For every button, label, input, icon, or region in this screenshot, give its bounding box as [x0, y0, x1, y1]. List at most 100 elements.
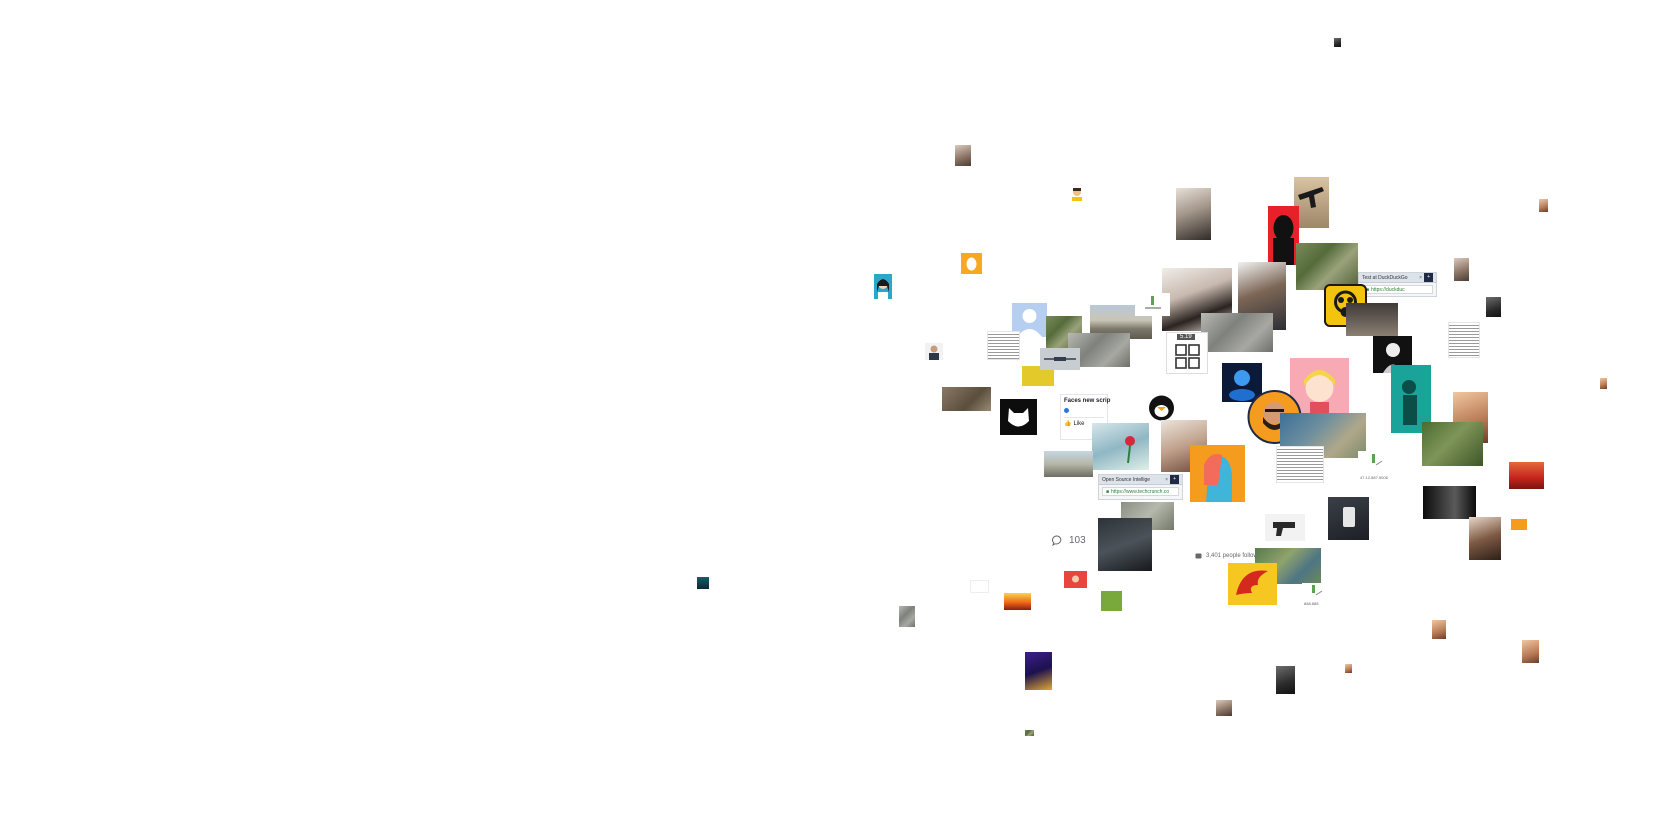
messenger-user-globe	[1222, 363, 1262, 402]
package-cubes-icon	[1175, 344, 1200, 369]
browser-url-field: ■ https://www.techcrunch.co	[1102, 487, 1179, 496]
post-card-meta	[1064, 408, 1104, 413]
thumb-far-right-1	[1539, 199, 1548, 212]
map-pin-icon	[1312, 585, 1323, 596]
browser-tab-label: Test at DuckDuckGo	[1362, 274, 1408, 281]
padlock-icon: ■	[1106, 488, 1110, 495]
browser-tab-bar: Open Source Intellige × +	[1099, 475, 1182, 485]
comment-bubble-icon	[1052, 535, 1062, 547]
thumb-man-dark-coat	[1276, 666, 1295, 694]
thumb-red-avatar	[1064, 571, 1087, 588]
browser-tab-bar: Test at DuckDuckGo × +	[1359, 273, 1436, 283]
thumb-red-abstract	[1509, 462, 1544, 489]
red-avatar-icon	[1072, 575, 1079, 583]
weapon-silhouette-icon	[1298, 187, 1324, 208]
penguin-icon	[1149, 395, 1174, 421]
browser-tab-label: Open Source Intellige	[1102, 476, 1151, 483]
new-tab-icon: +	[1424, 273, 1433, 282]
thumb-pointer-small	[970, 580, 989, 593]
teal-sketch	[1391, 365, 1431, 433]
rose-icon	[1125, 436, 1135, 464]
post-card-like-label: Like	[1073, 420, 1085, 427]
default-user-avatar	[1012, 303, 1047, 337]
thumbs-up-icon: 👍	[1064, 421, 1072, 427]
pistol-icon	[1273, 522, 1295, 536]
thumb-orange-car	[1511, 519, 1527, 530]
thumb-man-suit	[925, 343, 943, 360]
social-post-card: Faces new scrip 👍 Like	[1060, 394, 1111, 440]
browser-url-field: ■ https://duckduc	[1362, 285, 1433, 294]
cat-face-tile	[1000, 399, 1037, 435]
photo-woman-curly	[1469, 517, 1501, 560]
follow-row: 3,401 people follow this	[1195, 552, 1275, 559]
photo-rocky-field	[942, 387, 991, 411]
red-feather-icon	[1236, 570, 1268, 595]
phone-icon	[1343, 507, 1355, 527]
photo-hand-phone	[1328, 497, 1369, 540]
follow-text: 3,401 people follow this	[1206, 552, 1269, 559]
thumb-bottom-left-1	[899, 606, 915, 627]
teal-figure-icon	[1402, 380, 1417, 425]
thumb-portrait-man-glasses	[955, 145, 971, 166]
blue-dot-icon	[1064, 408, 1069, 413]
photo-red-hooded	[1268, 206, 1299, 265]
post-card-title: Faces new scrip	[1064, 398, 1111, 404]
thumb-small-right-1	[1454, 258, 1469, 281]
padlock-icon: ■	[1366, 286, 1370, 293]
map-pin-caption-2: 888.888	[1302, 583, 1330, 607]
comment-row[interactable]: 103	[1052, 535, 1100, 547]
post-card-like-row[interactable]: 👍 Like	[1064, 417, 1104, 427]
browser-url-text: https://www.techcrunch.co	[1111, 488, 1170, 495]
cartoon-man-icon	[1072, 188, 1082, 201]
map-caption-2: 888.888	[1304, 601, 1319, 606]
drone-icon	[1044, 357, 1076, 361]
photo-face-shadow	[1423, 486, 1476, 519]
map-caption-1: 47.12.887.9006	[1360, 475, 1388, 480]
close-icon: ×	[1165, 476, 1169, 483]
photo-gun-sky	[1294, 177, 1329, 228]
browser-duckduckgo: Test at DuckDuckGo × + ■ https://duckduc	[1358, 272, 1437, 297]
close-icon: ×	[1419, 274, 1423, 281]
photo-hooded-man-laptop	[1098, 518, 1152, 571]
woman-cartoon-orange	[1190, 445, 1245, 502]
anime-girl-icon	[1304, 370, 1335, 415]
badge-number: 5.19	[1177, 334, 1195, 340]
thumb-tiny-bottom-left	[1025, 730, 1034, 736]
map-pin-icon	[1145, 296, 1161, 309]
cubes-badge: 5.19	[1166, 332, 1208, 374]
browser-url-text: https://duckduc	[1371, 286, 1405, 293]
comment-count: 103	[1069, 535, 1086, 546]
anime-girl-pink	[1290, 358, 1349, 415]
thumb-far-right-2	[1600, 378, 1607, 389]
map-pin-icon	[1372, 454, 1383, 466]
thumb-woman-small-right	[1432, 620, 1446, 639]
yellow-bird-graphic	[1022, 366, 1054, 386]
egg-avatar	[961, 253, 982, 274]
cartoon-woman-icon	[877, 279, 889, 299]
document-scan-left	[987, 331, 1020, 360]
aerial-green-field	[1422, 422, 1483, 466]
thumb-woman-far-right	[1522, 640, 1539, 663]
map-location-pin	[1135, 293, 1170, 316]
thumb-green-cartoon	[1101, 591, 1122, 611]
aerial-field-1	[1296, 243, 1358, 290]
new-tab-icon: +	[1170, 475, 1179, 484]
browser-techcrunch: Open Source Intellige × + ■ https://www.…	[1098, 474, 1183, 500]
photo-gun-white	[1265, 514, 1305, 541]
photo-bearded-man	[1176, 188, 1211, 240]
default-user-avatar-icon	[1017, 309, 1042, 337]
follow-people-icon	[1195, 553, 1202, 559]
photo-forest-road	[1346, 303, 1398, 336]
thumb-small-right-2	[1486, 297, 1501, 317]
hooded-figure-icon	[1273, 215, 1294, 265]
penguin-avatar	[1148, 395, 1175, 421]
messenger-user-icon	[1229, 370, 1255, 401]
red-paisley-graphic	[1228, 563, 1277, 605]
thumb-neon-figure	[1025, 652, 1052, 690]
thumb-cartoon-woman	[874, 274, 892, 299]
thumb-document-right	[1448, 322, 1480, 358]
egg-avatar-icon	[966, 257, 977, 271]
comment-count-row: 103	[1052, 535, 1100, 551]
document-article-center	[1276, 446, 1324, 483]
